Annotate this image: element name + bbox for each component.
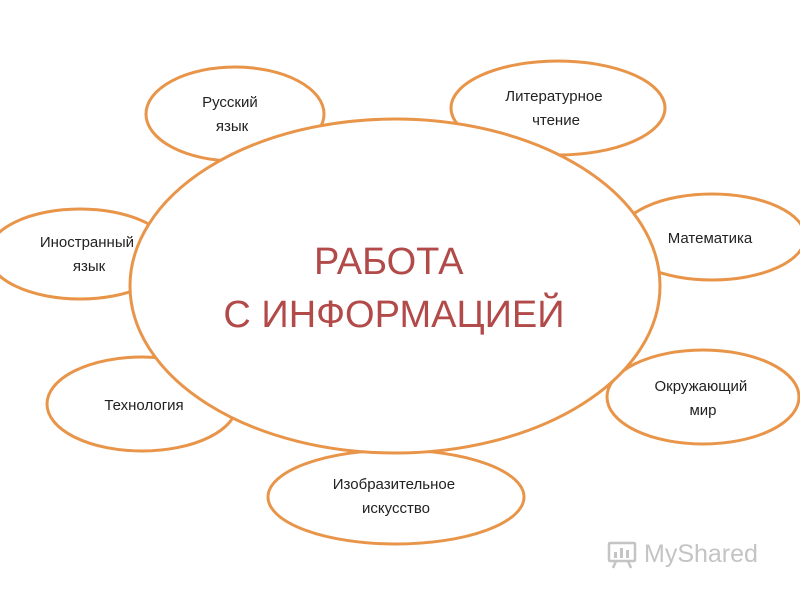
subject-label-line: язык bbox=[73, 258, 106, 275]
center-title-line: РАБОТА bbox=[314, 241, 464, 283]
subject-label-line: Русский bbox=[202, 94, 258, 111]
subject-label-line: чтение bbox=[532, 112, 580, 129]
subject-label-line: язык bbox=[216, 118, 249, 135]
subject-label-foreign: Иностранный язык bbox=[40, 234, 138, 275]
subject-label-line: Математика bbox=[668, 230, 753, 247]
watermark: MyShared bbox=[606, 536, 758, 572]
subject-label-russian: Русский язык bbox=[202, 94, 262, 135]
subject-label-line: мир bbox=[689, 402, 716, 419]
center-node: РАБОТА С ИНФОРМАЦИЕЙ bbox=[128, 117, 662, 455]
subject-label-math: Математика bbox=[668, 230, 753, 247]
subject-node-world-ellipse bbox=[605, 348, 800, 446]
subject-label-line: Окружающий bbox=[655, 378, 748, 395]
subject-node-art-ellipse bbox=[266, 448, 526, 546]
myshared-logo-icon bbox=[607, 541, 637, 569]
subject-label-line: Изобразительное bbox=[333, 476, 455, 493]
subject-label-literature: Литературное чтение bbox=[505, 88, 606, 129]
center-node-ellipse bbox=[128, 117, 662, 455]
subject-node-math: Математика bbox=[617, 192, 800, 282]
subject-label-world: Окружающий мир bbox=[655, 378, 752, 419]
subject-label-line: Иностранный bbox=[40, 234, 134, 251]
center-title: РАБОТА С ИНФОРМАЦИЕЙ bbox=[223, 241, 564, 336]
center-title-line: С ИНФОРМАЦИЕЙ bbox=[223, 291, 564, 336]
subject-node-art: Изобразительное искусство bbox=[266, 448, 526, 546]
subject-label-art: Изобразительное искусство bbox=[333, 476, 459, 517]
subject-label-line: искусство bbox=[362, 500, 430, 517]
subject-label-technology: Технология bbox=[104, 397, 183, 414]
subject-label-line: Литературное bbox=[505, 88, 602, 105]
subject-node-world: Окружающий мир bbox=[605, 348, 800, 446]
subject-node-literature: Литературное чтение bbox=[449, 59, 667, 157]
subject-label-line: Технология bbox=[104, 397, 183, 414]
watermark-text: MyShared bbox=[644, 539, 758, 568]
